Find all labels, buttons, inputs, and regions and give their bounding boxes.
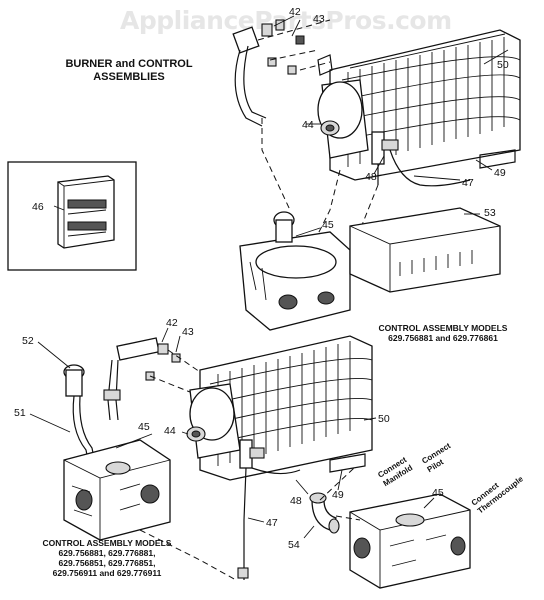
pilot-assembly-bottom bbox=[237, 439, 301, 580]
part-number-43-bottom: 43 bbox=[182, 326, 194, 338]
part-number-51: 51 bbox=[14, 407, 26, 419]
pilot-fittings-bottom bbox=[103, 337, 201, 421]
title-line-2: ASSEMBLIES bbox=[93, 71, 165, 83]
part-number-42-top: 42 bbox=[289, 6, 301, 18]
part-number-49-bottom: 49 bbox=[332, 489, 344, 501]
burner-assembly-top bbox=[317, 29, 521, 181]
part-number-48-bottom: 48 bbox=[290, 495, 302, 507]
part-number-45-right: 45 bbox=[432, 487, 444, 499]
part-number-47-bottom: 47 bbox=[266, 517, 278, 529]
watermark: AppliancePartsPros.com bbox=[120, 6, 452, 35]
part-number-54: 54 bbox=[288, 539, 300, 551]
pilot-assembly-top bbox=[371, 131, 471, 187]
caption-left-line-1: CONTROL ASSEMBLY MODELS bbox=[42, 538, 172, 548]
connect-manifold-label: Connect Manifold bbox=[376, 455, 414, 488]
caption-left-line-2: 629.756881, 629.776881, bbox=[58, 548, 156, 558]
control-valve-top bbox=[239, 211, 351, 331]
pilot-fittings-top bbox=[232, 19, 331, 127]
part-number-44-top: 44 bbox=[302, 119, 314, 131]
part-number-53: 53 bbox=[484, 207, 496, 219]
caption-left-line-4: 629.756911 and 629.776911 bbox=[52, 568, 162, 578]
leader-lines bbox=[29, 15, 509, 539]
part-number-50-bottom: 50 bbox=[378, 413, 390, 425]
part-number-49-top: 49 bbox=[494, 167, 506, 179]
control-valve-bottom-left bbox=[63, 439, 171, 541]
diagram-title: BURNER and CONTROL ASSEMBLIES bbox=[44, 58, 214, 84]
title-line-1: BURNER and CONTROL bbox=[65, 58, 193, 70]
part-number-46: 46 bbox=[32, 201, 44, 213]
part-number-43-top: 43 bbox=[313, 13, 325, 25]
connect-thermocouple-label: Connect Thermocouple bbox=[470, 474, 526, 515]
elbow-fitting-54 bbox=[309, 492, 340, 534]
nut-44-top bbox=[320, 120, 340, 136]
part-number-44-bottom: 44 bbox=[164, 425, 176, 437]
part-number-50-top: 50 bbox=[497, 59, 509, 71]
inset-box-46 bbox=[7, 161, 137, 271]
part-number-45-top: 45 bbox=[322, 219, 334, 231]
connect-pilot-label: Connect Pilot bbox=[420, 441, 452, 474]
part-number-47-top: 47 bbox=[462, 177, 474, 189]
burner-assembly-bottom bbox=[189, 335, 373, 481]
nut-44-bottom bbox=[186, 426, 206, 442]
part-number-42-bottom: 42 bbox=[166, 317, 178, 329]
caption-left-line-3: 629.756851, 629.776851, bbox=[58, 558, 156, 568]
control-module-53 bbox=[349, 207, 501, 293]
part-number-45-bottom: 45 bbox=[138, 421, 150, 433]
part-number-52: 52 bbox=[22, 335, 34, 347]
caption-right-line-2: 629.756881 and 629.776861 bbox=[388, 333, 498, 343]
caption-right: CONTROL ASSEMBLY MODELS 629.756881 and 6… bbox=[348, 323, 538, 343]
caption-right-line-1: CONTROL ASSEMBLY MODELS bbox=[378, 323, 508, 333]
thermocouple-52 bbox=[63, 364, 97, 471]
control-valve-bottom-right bbox=[349, 493, 471, 589]
part-number-48-top: 48 bbox=[365, 171, 377, 183]
caption-left: CONTROL ASSEMBLY MODELS 629.756881, 629.… bbox=[22, 538, 192, 578]
